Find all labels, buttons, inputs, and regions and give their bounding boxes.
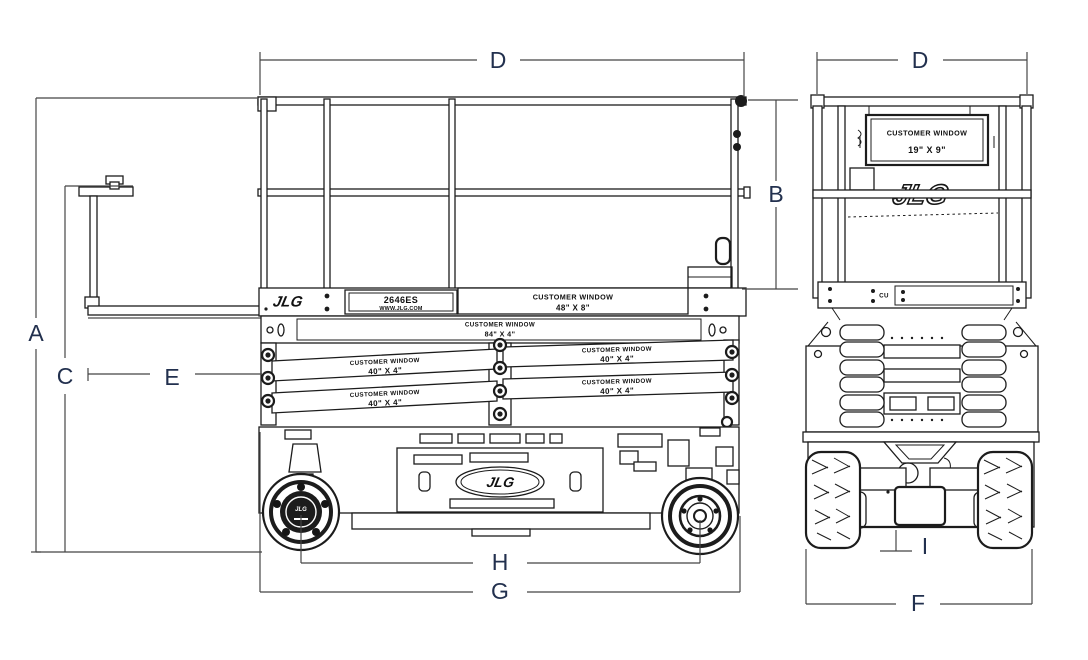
customer-window-40x4-decal-lower-left: CUSTOMER WINDOW 40" X 4": [350, 389, 420, 409]
svg-text:CUSTOMER WINDOW: CUSTOMER WINDOW: [350, 357, 420, 367]
customer-window-19x9-decal: CUSTOMER WINDOW 19" X 9": [859, 113, 995, 167]
model-number: 2646ES: [384, 295, 418, 305]
jlg-logo-chassis: JLG: [485, 474, 516, 490]
chassis-door: JLG: [396, 447, 604, 513]
dim-D-side: D: [259, 47, 745, 97]
customer-window-40x4-decal-upper-right: CUSTOMER WINDOW 40" X 4": [582, 346, 652, 364]
dim-label-c: C: [57, 363, 74, 389]
dim-label-i: I: [922, 533, 928, 559]
platform-base: JLG 2646ES WWW.JLG.COM CUSTOMER WINDOW 4…: [258, 287, 747, 317]
extension-deck: [78, 175, 266, 319]
dim-C: C: [57, 185, 133, 552]
rear-floor-band: CU: [817, 281, 1027, 309]
stack-capsules: [839, 324, 1007, 428]
dim-F: F: [805, 549, 1033, 616]
stack-rivets: [890, 336, 944, 422]
dim-B: B: [742, 99, 798, 290]
dim-H: H: [300, 515, 701, 575]
customer-window-40x4-decal-lower-right: CUSTOMER WINDOW 40" X 4": [582, 378, 652, 396]
rear-panel-partial-text: CU: [879, 293, 889, 300]
scissor-pivots: [260, 337, 740, 429]
svg-text:CUSTOMER WINDOW: CUSTOMER WINDOW: [582, 378, 652, 387]
dimension-lines: A C E D B: [28, 47, 1033, 616]
dim-label-e: E: [164, 364, 179, 390]
customer-window-48x8-decal: CUSTOMER WINDOW 48" X 8": [457, 287, 689, 315]
dim-D-rear: D: [816, 47, 1028, 94]
chassis-vents: [419, 433, 563, 444]
model-decal: 2646ES WWW.JLG.COM: [344, 289, 458, 315]
svg-text:40" X 4": 40" X 4": [600, 354, 634, 364]
customer-window-84x4-decal: CUSTOMER WINDOW 84" X 4": [465, 322, 535, 339]
scissor-arms-side: CUSTOMER WINDOW 40" X 4" CUSTOMER WINDOW…: [260, 337, 740, 429]
svg-text:84" X 4": 84" X 4": [485, 330, 516, 339]
dim-A: A: [28, 97, 262, 553]
chassis-right-details: [617, 427, 740, 485]
model-website: WWW.JLG.COM: [379, 306, 423, 312]
svg-text:19" X 9": 19" X 9": [908, 145, 946, 155]
rail-end-knob: [735, 95, 747, 107]
chassis-side: JLG: [258, 426, 740, 537]
dim-E: E: [87, 364, 262, 390]
svg-text:40" X 4": 40" X 4": [368, 366, 402, 377]
extension-deck-floor: [87, 305, 266, 316]
rear-guardrails: CUSTOMER WINDOW 19" X 9" JLG CU: [810, 94, 1034, 321]
dim-label-a: A: [28, 320, 44, 346]
svg-text:CUSTOMER WINDOW: CUSTOMER WINDOW: [533, 293, 614, 302]
side-guardrails: [257, 95, 751, 290]
jlg-logo-platform: JLG: [271, 294, 304, 311]
svg-text:CUSTOMER WINDOW: CUSTOMER WINDOW: [582, 346, 652, 355]
dim-label-b: B: [768, 181, 783, 207]
rear-right-tire: [976, 450, 1034, 550]
jlg-logo-wheel-hub: JLG: [295, 507, 307, 513]
svg-text:CUSTOMER WINDOW: CUSTOMER WINDOW: [465, 322, 535, 329]
dim-G: G: [259, 432, 741, 604]
svg-text:40" X 4": 40" X 4": [600, 386, 634, 396]
customer-window-40x4-decal-upper-left: CUSTOMER WINDOW 40" X 4": [350, 357, 420, 377]
gate-handle: [714, 236, 732, 266]
svg-text:48" X 8": 48" X 8": [556, 304, 590, 313]
side-view: JLG 2646ES WWW.JLG.COM CUSTOMER WINDOW 4…: [78, 95, 751, 556]
svg-text:40" X 4": 40" X 4": [368, 398, 402, 409]
dim-label-d-rear: D: [912, 47, 929, 73]
rear-view: CUSTOMER WINDOW 19" X 9" JLG CU: [802, 94, 1040, 550]
extension-post: [89, 195, 98, 309]
dim-label-h: H: [492, 549, 509, 575]
dim-I: I: [880, 530, 928, 559]
dim-label-d-side: D: [490, 47, 507, 73]
svg-text:CUSTOMER WINDOW: CUSTOMER WINDOW: [350, 389, 420, 399]
rear-left-tire: [804, 450, 862, 550]
svg-text:CUSTOMER WINDOW: CUSTOMER WINDOW: [887, 129, 968, 138]
dim-label-f: F: [911, 590, 925, 616]
left-wheel: JLG: [261, 472, 341, 552]
right-wheel: [660, 476, 740, 556]
rear-scissor-stack: [805, 321, 1039, 433]
extension-rail: [78, 186, 134, 197]
dim-label-g: G: [491, 578, 509, 604]
